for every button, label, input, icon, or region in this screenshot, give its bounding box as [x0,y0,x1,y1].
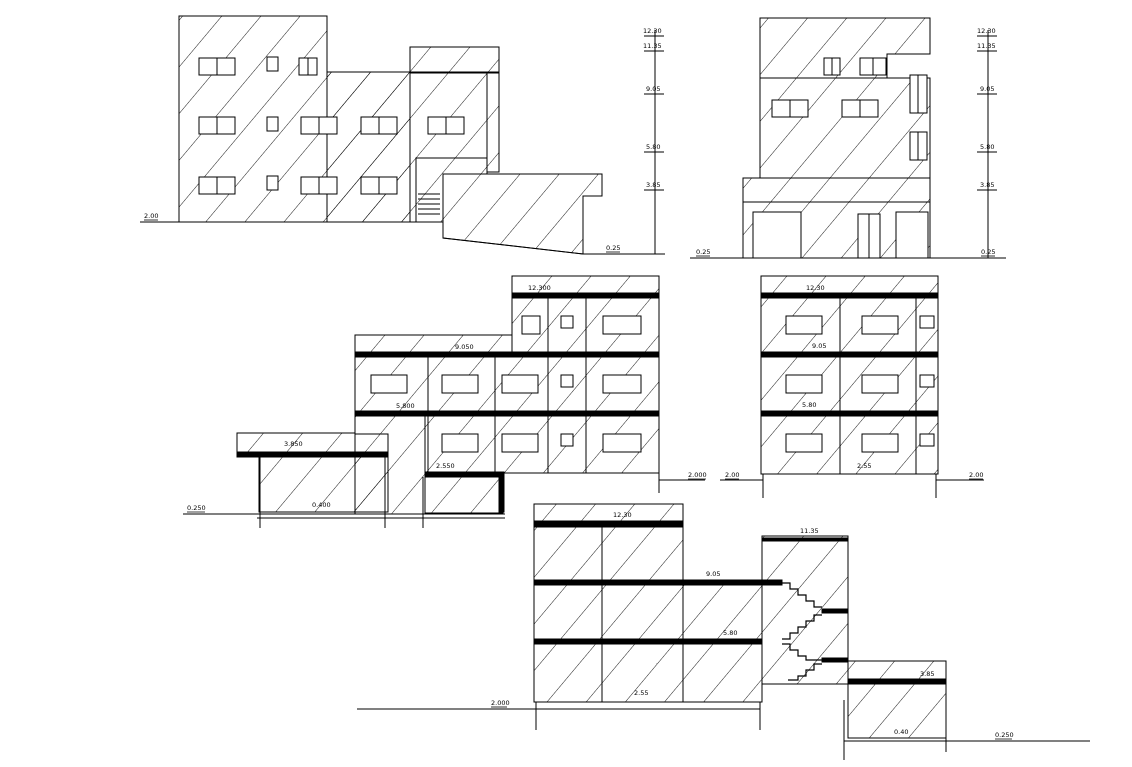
sec-b-level-roof: 12.30 [806,284,825,292]
sec-a-ground-lines [183,473,705,519]
side-level-580: 5.80 [980,143,994,151]
sec-b-ground-lines [720,473,984,481]
front-entry-steps [418,193,440,215]
front-level-1230: 12.30 [643,27,662,35]
front-windows [198,56,465,195]
side-middle-block [759,77,931,179]
sec-a-level-ground-left: 0.250 [187,504,206,512]
front-right-wall [486,71,500,173]
sec-a-level-first: 5.800 [396,402,415,410]
side-level-905: 9.05 [980,85,994,93]
sec-c-level-annex-roof: 3.85 [920,670,934,678]
sec-b-level-second: 9.05 [812,342,826,350]
level-marks [144,219,1012,740]
sec-c-stairs [782,582,822,681]
side-ground-right: 0.25 [981,248,995,256]
side-level-1135: 11.35 [977,42,996,50]
sec-a-slabs [236,292,660,513]
sec-c-level-ground-left: 2.000 [491,699,510,707]
sec-b-level-ground-left: 2.00 [725,471,739,479]
sec-c-level-roof: 12.30 [613,511,632,519]
sec-b-windows [785,315,935,453]
sec-c-ground-lines [357,683,1090,742]
side-windows [752,57,929,259]
sec-c-level-second: 9.05 [706,570,720,578]
sec-a-level-roof: 12.300 [528,284,551,292]
sec-b-level-first: 5.80 [802,401,816,409]
section-b [720,275,984,498]
side-podium [742,177,931,203]
sec-c-level-stair-roof: 11.35 [800,527,819,535]
sec-a-annex [258,455,389,513]
sec-c-level-ground-right: 0.250 [995,731,1014,739]
side-upper-block [759,17,931,79]
sec-c-columns [535,527,947,760]
front-rear-parapet [409,46,500,74]
side-level-scale [977,30,997,258]
sec-a-level-second: 9.050 [455,343,474,351]
sec-a-level-annex-roof: 3.850 [284,440,303,448]
side-level-1230: 12.30 [977,27,996,35]
side-level-385: 3.85 [980,181,994,189]
front-level-385: 3.85 [646,181,660,189]
front-elevation [178,15,603,255]
sec-a-level-mid: 2.550 [436,462,455,470]
sec-c-slabs [533,520,947,685]
front-level-1135: 11.35 [643,42,662,50]
front-level-905: 9.05 [646,85,660,93]
side-ground-left: 0.25 [696,248,710,256]
section-c [357,503,1090,760]
sec-c-level-first: 5.80 [723,629,737,637]
front-level-scale [644,30,664,254]
sec-a-level-annex-floor: 0.400 [312,501,331,509]
sec-a-level-ground-right: 2.000 [688,471,707,479]
front-ground-left: 2.00 [144,212,158,220]
sec-c-level-annex-floor: 0.40 [894,728,908,736]
side-elevation [742,17,931,259]
front-annex-block [442,173,603,255]
front-level-580: 5.80 [646,143,660,151]
sec-a-windows [370,315,642,453]
front-ground-lines [140,221,665,255]
sec-b-level-ground-right: 2.00 [969,471,983,479]
sec-a-columns [259,298,587,528]
front-ground-right: 0.25 [606,244,620,252]
sec-a-lower [424,474,504,514]
sec-b-level-floor: 2.55 [857,462,871,470]
section-a [183,275,705,528]
sec-c-level-floor: 2.55 [634,689,648,697]
sec-b-slabs [760,292,939,417]
sec-b-columns [762,298,937,498]
level-labels: 12.30 11.35 9.05 5.80 3.85 2.00 0.25 12.… [144,27,1014,739]
